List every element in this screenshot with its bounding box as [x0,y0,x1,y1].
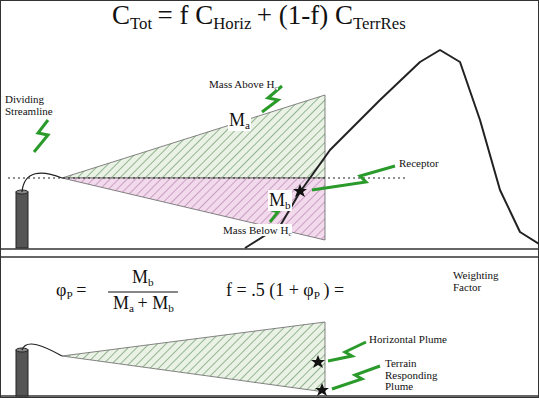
formula: CTot = f CHoriz + (1-f) CTerrRes [112,0,406,31]
plume-above [62,95,325,178]
callout-text: Mass Below H [223,224,288,236]
pointer-bolt [328,342,366,361]
pointer-bolt [312,166,395,190]
dividing-height-line [8,178,405,179]
callout-text: Receptor [398,158,440,170]
mass-symbol: Mb [268,190,292,211]
fraction-bar [108,291,178,292]
ground-line [0,248,539,250]
mass-symbol: Ma [228,110,251,131]
pointer-bolt [332,366,380,389]
streamline [22,344,62,356]
subscript: a [129,302,134,314]
plume-below [62,178,325,240]
streamline [22,173,62,192]
subscript: b [148,276,154,288]
subscript: c [274,84,277,91]
formula: C [112,0,130,30]
mass-symbol: M [269,190,285,210]
stack [16,350,28,396]
hill [245,50,539,248]
subscript: Horiz [213,14,251,33]
subscript: Tot [130,14,152,33]
equation: = [76,280,86,300]
callout-text: Mass Below Hc [222,224,292,236]
subscript: b [168,302,174,314]
equation: f = .5 (1 + φ [226,280,314,300]
subscript: c [288,230,291,237]
formula: = f C [157,0,213,30]
equation: ) = [324,280,345,300]
receptor-star [311,355,325,368]
mass-symbol: M [229,110,245,130]
equation: M [113,293,129,313]
subscript: b [285,199,291,211]
equation: Mb [132,267,154,288]
plume [62,322,325,392]
callout-text: Terrain Responding Plume [384,358,458,393]
callout-text: Horizontal Plume [368,334,460,346]
equation: M [132,267,148,287]
callout-text: Mass Above Hc [208,78,278,90]
equation: φ [56,280,66,300]
equation: Ma + Mb [113,293,174,314]
ground-line [0,395,539,397]
callout-text: Mass Above H [209,78,274,90]
formula: + (1-f) C [257,0,353,30]
subscript: TerrRes [353,14,406,33]
subscript: P [66,289,72,301]
stack [16,192,28,248]
receptor-star [293,184,307,197]
equation: φP = [56,280,86,301]
pointer-bolt [34,120,48,152]
callout-text: Weighting Factor [452,270,516,293]
subscript: P [314,289,320,301]
receptor-star [315,383,329,396]
callout-text: Dividing Streamline [4,94,78,117]
equation: f = .5 (1 + φP ) = [226,280,344,301]
panel-divider [0,256,539,258]
subscript: a [245,119,250,131]
equation: + M [138,293,169,313]
